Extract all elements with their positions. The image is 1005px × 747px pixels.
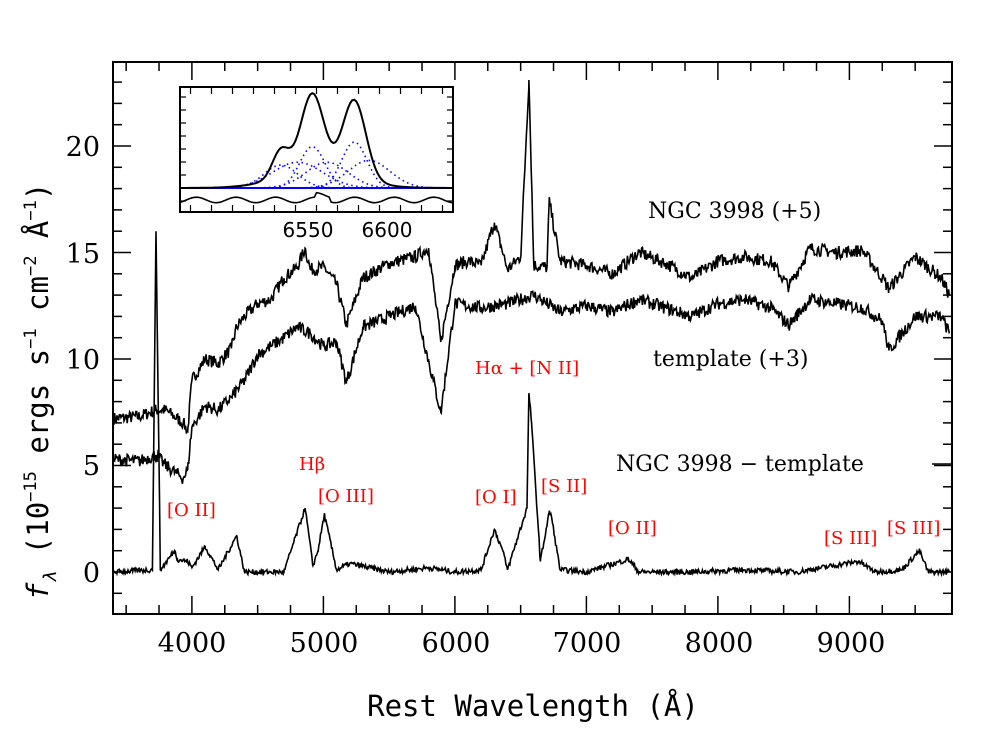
template-spectrum-line (114, 290, 951, 484)
y-axis-mid2: cm (21, 276, 55, 328)
label-ngc3998: NGC 3998 (+5) (648, 199, 821, 224)
label-oiii: [O III] (318, 486, 374, 507)
inset-ticks (180, 87, 453, 212)
ngc3998-spectrum-line (114, 79, 951, 434)
y-tick-15: 15 (66, 239, 100, 270)
inset-x-tick-6600: 6600 (362, 218, 413, 242)
y-tick-labels: 0 5 10 15 20 (66, 132, 100, 589)
y-axis-mid1: ergs s (21, 349, 55, 471)
y-tick-5: 5 (83, 451, 100, 482)
x-tick-8000: 8000 (685, 628, 754, 659)
y-axis-f: f (21, 582, 55, 600)
x-tick-4000: 4000 (158, 628, 227, 659)
difference-spectrum-line (114, 231, 951, 578)
x-tick-labels: 4000 5000 6000 7000 8000 9000 (158, 628, 886, 659)
inset-fit-line (180, 92, 453, 189)
label-sii: [S II] (541, 476, 587, 497)
label-oii-3727: [O II] (167, 500, 216, 521)
x-tick-7000: 7000 (553, 628, 622, 659)
inset-frame (179, 86, 454, 213)
x-axis-ticks (125, 62, 916, 614)
label-difference: NGC 3998 − template (616, 452, 864, 477)
inset-residuals-line (179, 191, 454, 204)
label-siii-9069: [S III] (824, 528, 877, 549)
label-oii-7325: [O II] (608, 518, 657, 539)
x-axis-title: Rest Wavelength (Å) (367, 689, 699, 723)
label-halpha-nii: Hα + [N II] (475, 358, 579, 379)
label-hbeta: Hβ (299, 454, 325, 475)
y-axis-rest: (10 (21, 502, 55, 572)
inset-halpha-panel: 6550 6600 (179, 86, 454, 242)
y-tick-20: 20 (66, 132, 100, 163)
x-tick-5000: 5000 (290, 628, 359, 659)
x-tick-9000: 9000 (817, 628, 886, 659)
inset-x-tick-6550: 6550 (283, 218, 334, 242)
y-axis-exp3: −2 (21, 256, 41, 276)
label-oi: [O I] (475, 487, 517, 508)
y-axis-exp1: −15 (21, 471, 41, 502)
y-axis-exp2: −1 (21, 328, 41, 348)
y-axis-exp4: −1 (21, 200, 41, 220)
y-axis-sub: λ (40, 572, 61, 583)
y-tick-0: 0 (83, 558, 100, 589)
y-axis-mid3: Å (21, 221, 55, 256)
y-axis-title: fλ (10−15 ergs s−1 cm−2 Å−1) (21, 183, 61, 600)
label-template: template (+3) (653, 347, 808, 372)
inset-gaussian-components (221, 141, 433, 189)
y-tick-10: 10 (66, 345, 100, 376)
y-axis-ticks (113, 81, 952, 595)
label-siii-9531: [S III] (887, 518, 940, 539)
y-axis-end: ) (21, 183, 55, 200)
x-tick-6000: 6000 (422, 628, 491, 659)
